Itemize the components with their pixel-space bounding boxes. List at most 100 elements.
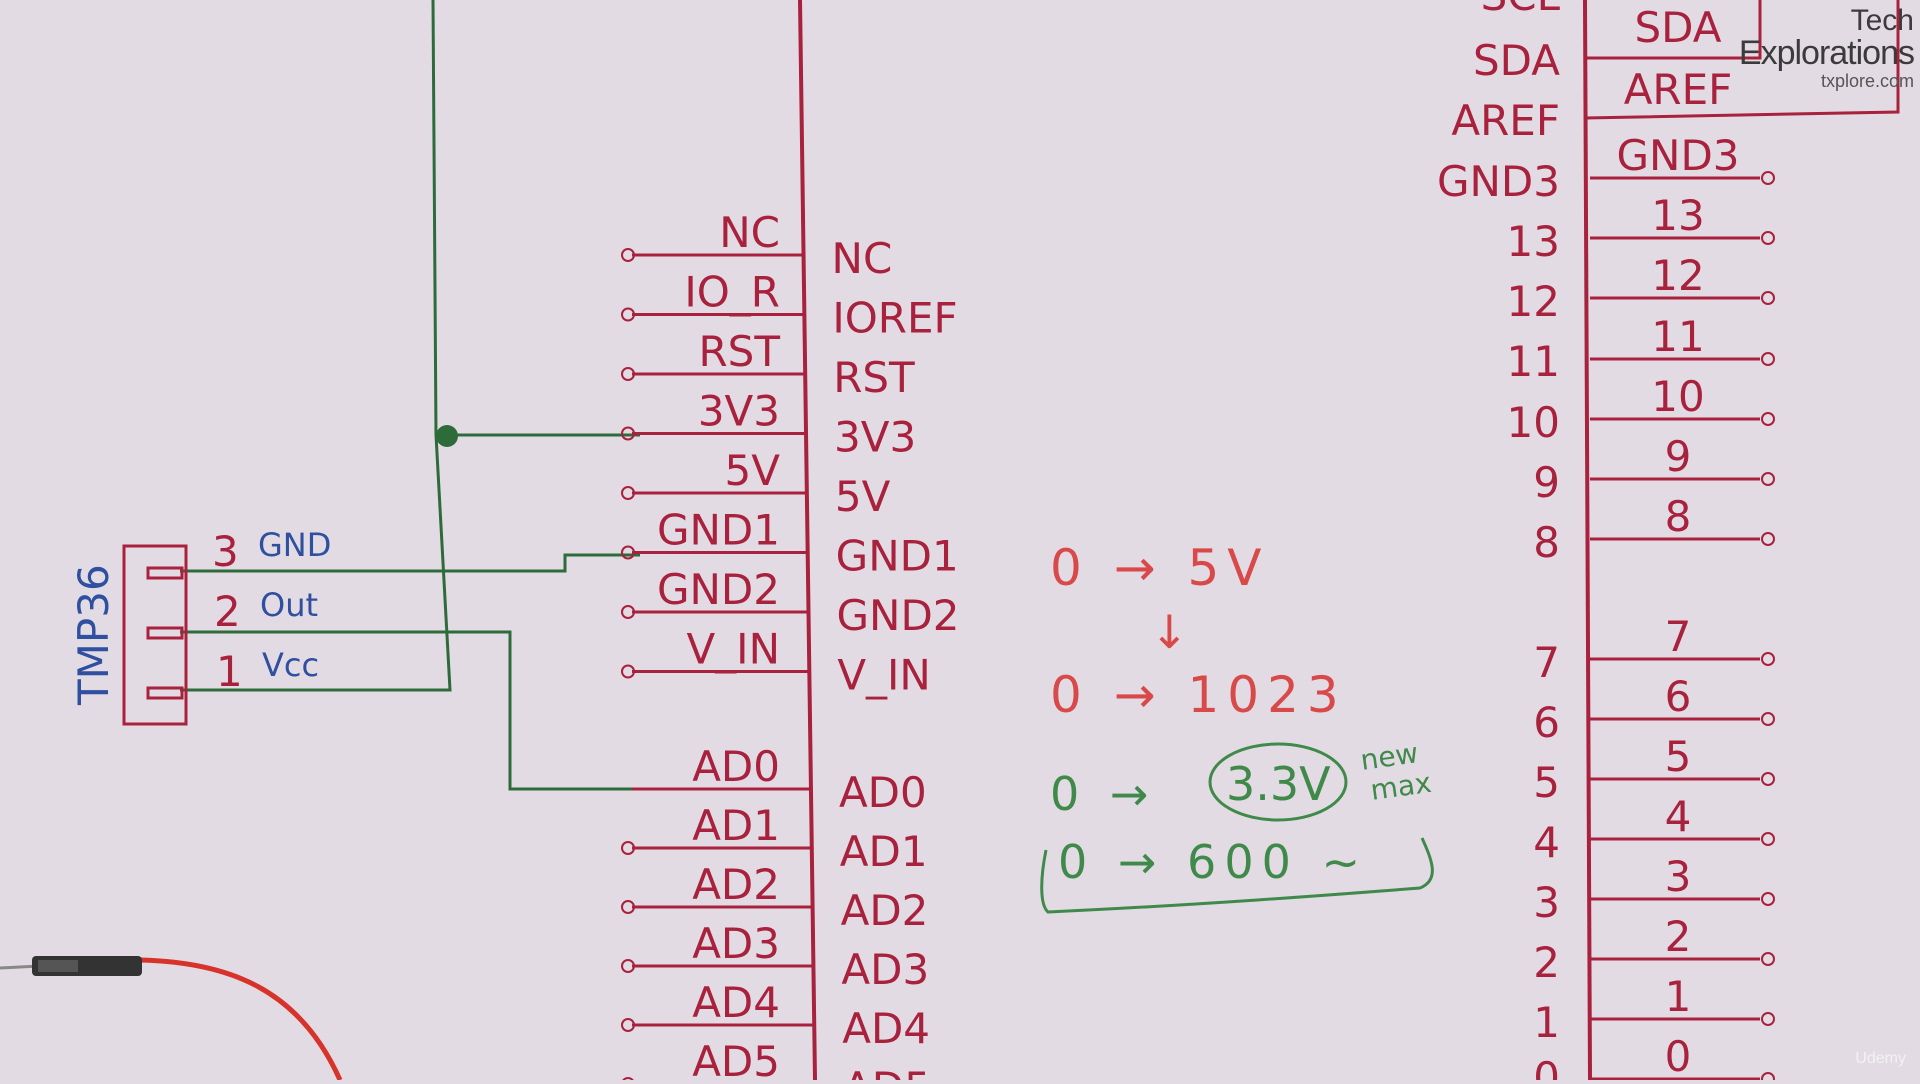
- pin-label-outer: AD5: [692, 1037, 780, 1080]
- digital-left-label: 11: [1507, 337, 1560, 386]
- digital-left-label: 0: [1533, 1053, 1560, 1080]
- digital-left-label: 10: [1507, 398, 1560, 447]
- digital-right-label: 9: [1665, 432, 1692, 481]
- pin-terminal: [1761, 472, 1775, 486]
- pin-terminal: [1761, 652, 1775, 666]
- sensor-pin-num: 2: [214, 587, 241, 636]
- digital-left-label: 4: [1533, 818, 1560, 867]
- top-right-box: [1585, 0, 1762, 60]
- sensor-pin-name: Vcc: [262, 646, 319, 684]
- note-range-5v: 0 → 5V: [1050, 539, 1270, 597]
- pin-label-inner: AD1: [840, 827, 928, 876]
- pin-label-outer: GND1: [657, 506, 780, 555]
- digital-right-label: 1: [1665, 972, 1692, 1021]
- digital-right-label: 0: [1665, 1032, 1692, 1080]
- digital-left-label: 8: [1533, 518, 1560, 567]
- note-range-1023: 0 → 1023: [1050, 666, 1347, 724]
- note-arrow: ↓: [1150, 605, 1189, 659]
- digital-left-label: 9: [1533, 458, 1560, 507]
- note-new-max-value: 3.3V: [1226, 757, 1331, 811]
- pin-label-outer: V_IN: [686, 625, 780, 674]
- pin-terminal: [1761, 352, 1775, 366]
- wire-out: [180, 630, 640, 791]
- pin-terminal: [1761, 892, 1775, 906]
- pin-label-inner: AD3: [841, 945, 929, 994]
- digital-header: SCLSDAAREFGND3131211109876543210SDAAREFG…: [1437, 0, 1775, 1084]
- pin-label-outer: IO_R: [684, 268, 780, 317]
- digital-right-label: GND3: [1616, 131, 1739, 180]
- brand-watermark: Tech Explorations txplore.com: [1738, 4, 1915, 91]
- pin-terminal: [621, 1077, 635, 1084]
- pin-terminal: [621, 959, 635, 973]
- junction-dot: [436, 425, 458, 447]
- pin-terminal: [1761, 1012, 1775, 1026]
- digital-left-label: 3: [1533, 878, 1560, 927]
- tmp36-sensor: [122, 544, 188, 726]
- note-range-prefix: 0 →: [1050, 767, 1156, 821]
- pin-terminal: [621, 605, 635, 619]
- digital-right-label: 3: [1665, 852, 1692, 901]
- digital-left-label: 5: [1533, 758, 1560, 807]
- sensor-pin-num: 3: [212, 527, 239, 576]
- wire-3v3-vertical: [180, 0, 452, 692]
- digital-left-label: SCL: [1481, 0, 1561, 20]
- pin-label-inner: AD4: [842, 1004, 930, 1053]
- pin-label-outer: 3V3: [698, 387, 780, 436]
- brand-name-1: Tech: [1850, 4, 1914, 37]
- pin-terminal: [621, 307, 635, 322]
- pin-label-outer: AD3: [692, 919, 780, 968]
- digital-right-label: AREF: [1624, 65, 1733, 114]
- jumper-wire: [0, 956, 343, 1082]
- sensor-pin-name: GND: [258, 526, 331, 564]
- platform-watermark: Udemy: [1855, 1050, 1906, 1067]
- pin-terminal: [1761, 532, 1775, 546]
- pin-terminal: [621, 841, 635, 855]
- digital-right-label: 12: [1651, 251, 1704, 300]
- digital-right-label: 5: [1665, 732, 1692, 781]
- pin-label-inner: GND1: [836, 532, 959, 581]
- sensor-pin-num: 1: [216, 647, 243, 696]
- digital-right-label: 2: [1665, 912, 1692, 961]
- wire-gnd: [180, 553, 640, 573]
- pin-terminal: [621, 248, 635, 262]
- pin-label-inner: IOREF: [832, 294, 957, 343]
- digital-right-label: 6: [1665, 672, 1692, 721]
- digital-right-label: 11: [1651, 312, 1704, 361]
- note-range-600: 0 → 600 ~: [1058, 835, 1368, 889]
- sensor-name: TMP36: [69, 564, 118, 706]
- digital-left-label: 7: [1533, 638, 1560, 687]
- digital-left-label: 2: [1533, 938, 1560, 987]
- pin-label-outer: AD2: [692, 860, 780, 909]
- pin-terminal: [1761, 772, 1775, 786]
- pin-terminal: [1761, 412, 1775, 426]
- pin-label-inner: AD2: [841, 886, 929, 935]
- pin-label-inner: AD5: [843, 1063, 931, 1080]
- pin-terminal: [621, 486, 635, 500]
- pin-terminal: [621, 545, 635, 560]
- pin-label-inner: RST: [833, 353, 915, 402]
- brand-name-2: Explorations: [1738, 34, 1915, 72]
- note-bracket: [1040, 837, 1434, 914]
- pin-terminal: [1761, 231, 1775, 245]
- power-header: NCNCIO_RIOREFRSTRST3V33V35V5VGND1GND1GND…: [621, 208, 960, 700]
- handwritten-notes: 0 → 5V ↓ 0 → 1023 0 → 3.3V new max 0 → 6…: [1040, 539, 1434, 914]
- digital-left-label: GND3: [1437, 157, 1560, 206]
- digital-right-label: 10: [1651, 372, 1704, 421]
- pin-label-inner: NC: [832, 234, 893, 283]
- digital-header-body: [1583, 0, 1592, 1081]
- pin-label-outer: AD0: [692, 742, 780, 791]
- pin-terminal: [621, 1018, 635, 1032]
- note-max: max: [1368, 766, 1433, 807]
- pin-label-outer: AD1: [692, 801, 780, 850]
- pin-terminal: [621, 426, 635, 441]
- pin-label-outer: AD4: [692, 978, 780, 1027]
- digital-left-label: 12: [1507, 277, 1560, 326]
- aref-box: [1584, 0, 1900, 120]
- digital-right-label: SDA: [1635, 3, 1722, 52]
- pin-label-inner: AD0: [839, 768, 927, 817]
- digital-left-label: 6: [1533, 698, 1560, 747]
- brand-site: txplore.com: [1820, 71, 1914, 91]
- pin-terminal: [1761, 952, 1775, 966]
- digital-right-label: 7: [1665, 612, 1692, 661]
